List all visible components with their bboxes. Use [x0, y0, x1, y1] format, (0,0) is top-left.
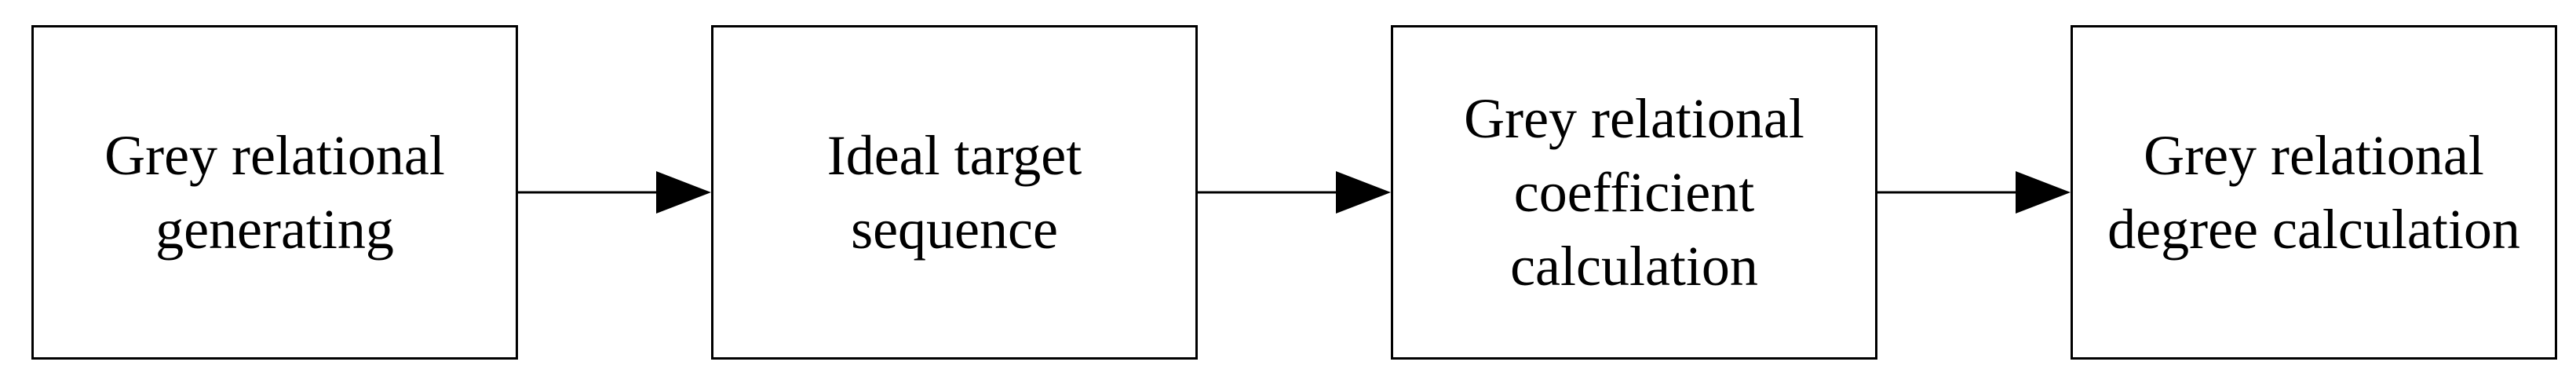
step-box-grey-relational-generating: Grey relational generating: [31, 25, 518, 360]
step-label: Grey relational coefficient calculation: [1464, 87, 1804, 298]
arrow-head: [1336, 171, 1391, 214]
step-box-ideal-target-sequence: Ideal target sequence: [711, 25, 1198, 360]
arrow-1-to-2: [518, 171, 711, 214]
step-box-grey-relational-degree-calculation: Grey relational degree calculation: [2071, 25, 2557, 360]
step-label: Grey relational degree calculation: [2107, 124, 2520, 261]
arrow-head: [2016, 171, 2071, 214]
arrow-3-to-4: [1877, 171, 2071, 214]
step-label: Grey relational generating: [104, 124, 445, 261]
step-label: Ideal target sequence: [826, 124, 1082, 261]
arrow-head: [656, 171, 711, 214]
step-box-grey-relational-coefficient-calculation: Grey relational coefficient calculation: [1391, 25, 1877, 360]
arrow-2-to-3: [1198, 171, 1391, 214]
